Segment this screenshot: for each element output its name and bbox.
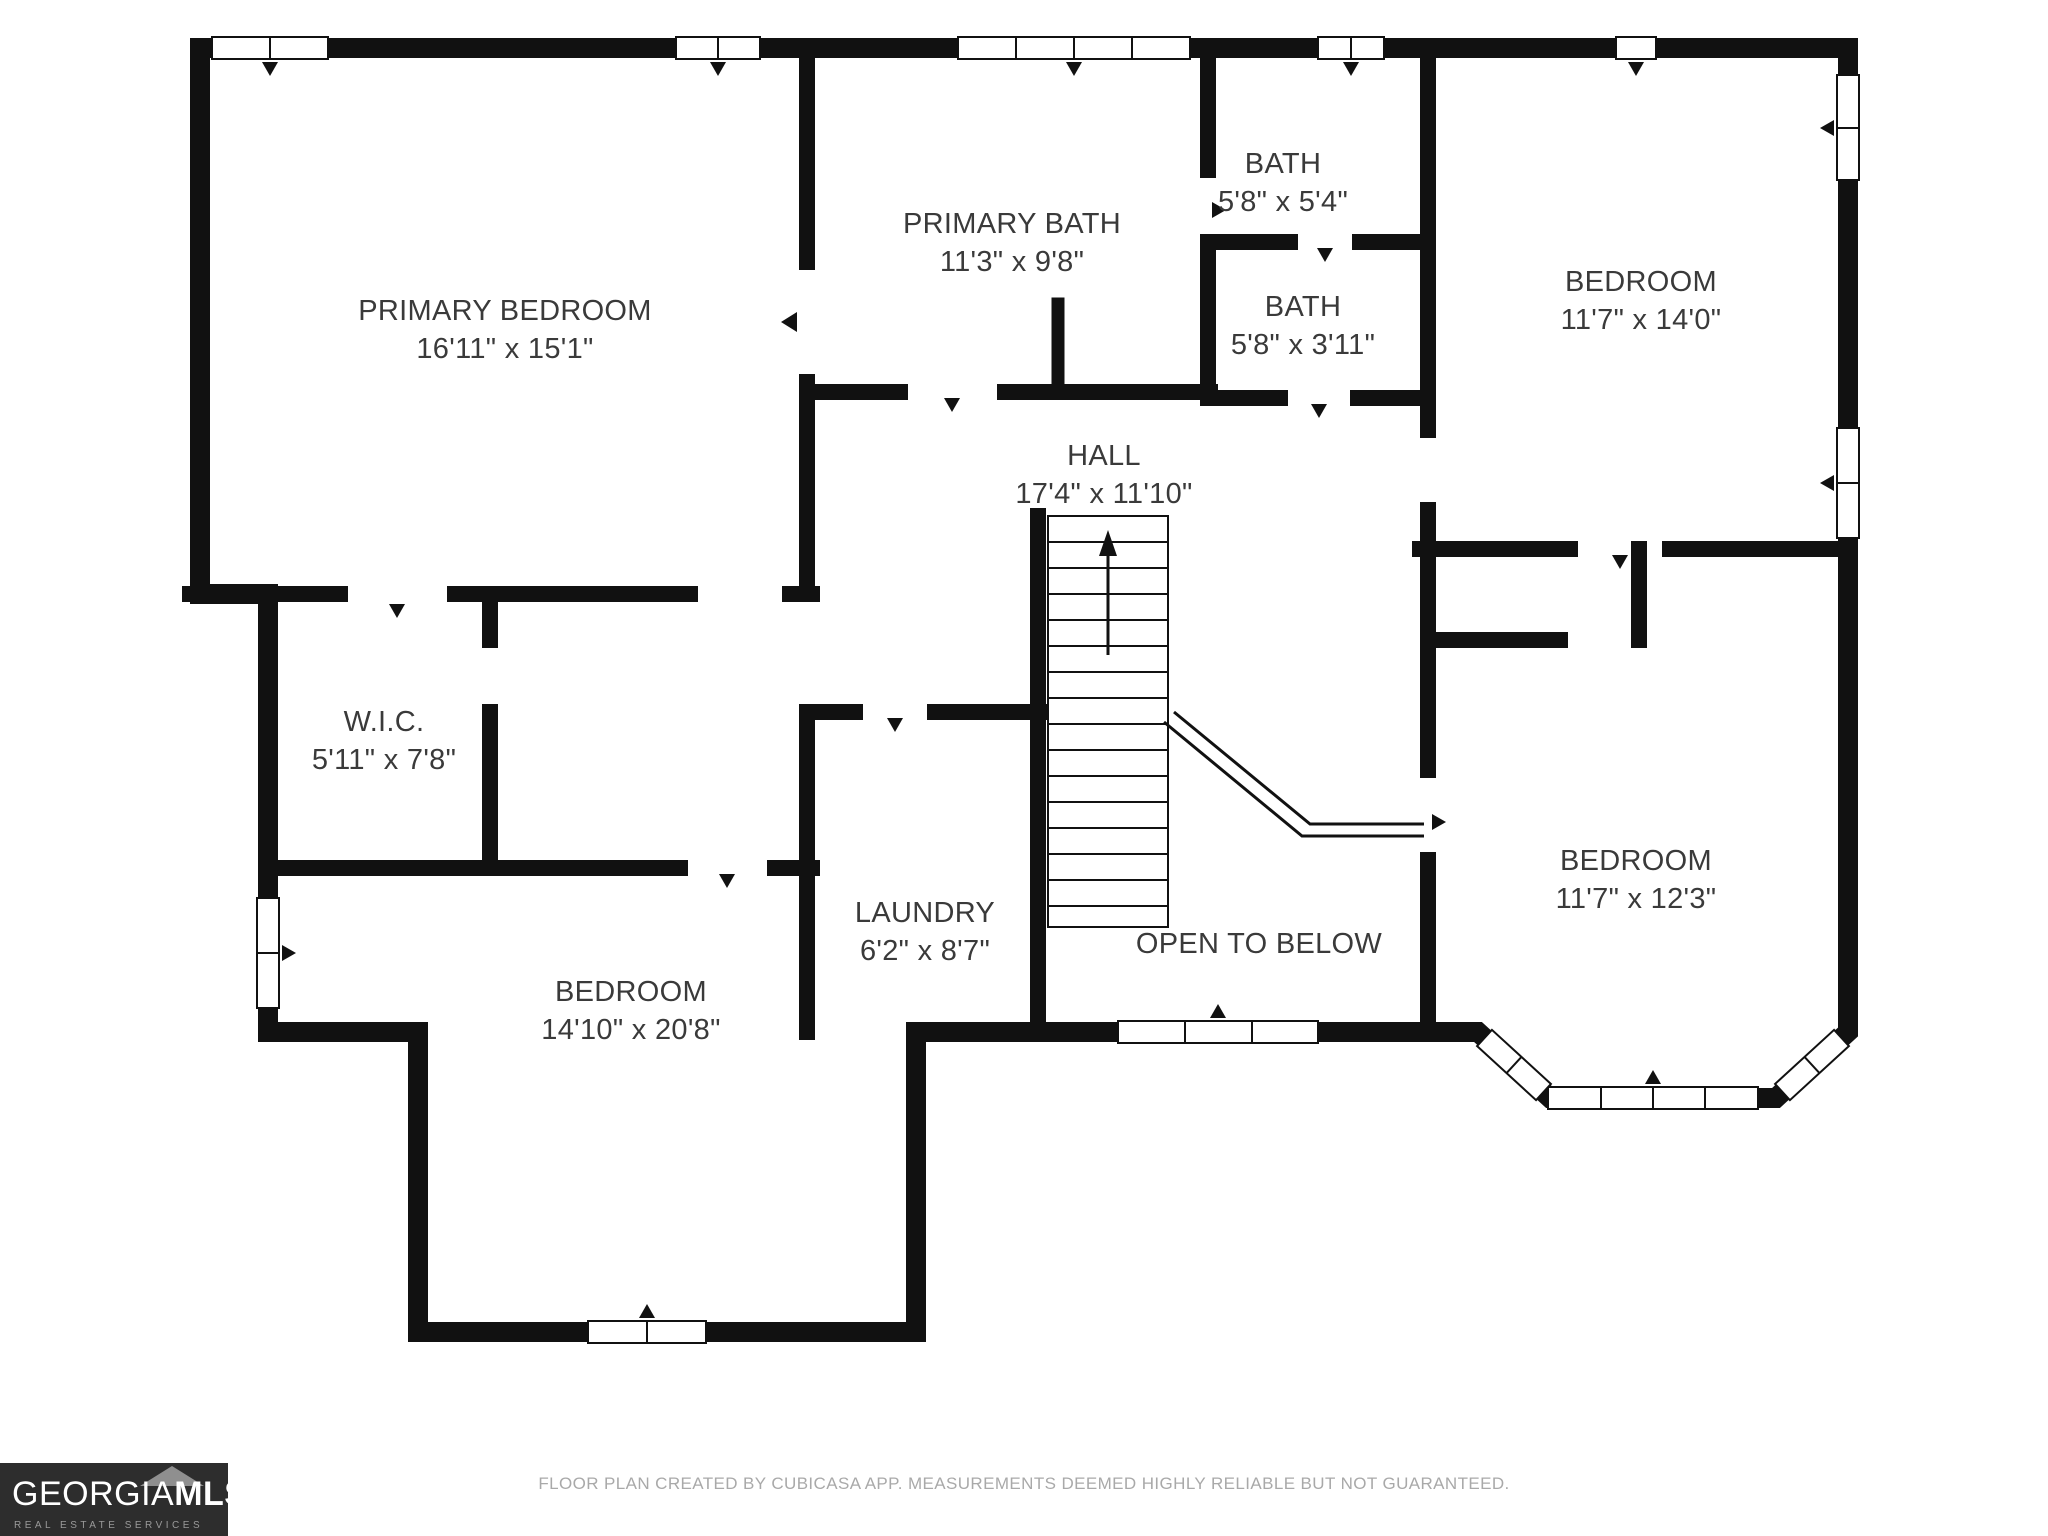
window bbox=[1836, 427, 1860, 539]
window-marker-icon bbox=[1343, 62, 1359, 76]
window bbox=[1773, 1028, 1851, 1102]
logo-brand-primary: GEORGIA bbox=[12, 1475, 175, 1513]
room-name: PRIMARY BEDROOM bbox=[358, 295, 652, 327]
room-label-bedroom-bottom-right: BEDROOM 11'7" x 12'3" bbox=[1556, 842, 1717, 918]
window-marker-icon bbox=[1820, 475, 1834, 491]
window-marker-icon bbox=[1645, 1070, 1661, 1084]
room-label-hall: HALL 17'4" x 11'10" bbox=[1015, 437, 1192, 513]
room-label-wic: W.I.C. 5'11" x 7'8" bbox=[312, 703, 456, 779]
window-marker-icon bbox=[1210, 1004, 1226, 1018]
window bbox=[587, 1320, 707, 1344]
door-arrow-icon bbox=[944, 398, 960, 412]
window-markers bbox=[262, 62, 1834, 1318]
room-name: BATH bbox=[1244, 148, 1322, 180]
room-label-bath-lower: BATH 5'8" x 3'11" bbox=[1231, 288, 1375, 364]
logo-brand-suffix: MLS bbox=[174, 1475, 228, 1513]
room-dims: 11'7" x 14'0" bbox=[1560, 304, 1722, 336]
window-marker-icon bbox=[1820, 120, 1834, 136]
door-arrow-icon bbox=[1612, 555, 1628, 569]
roof-icon bbox=[140, 1466, 204, 1486]
window-marker-icon bbox=[710, 62, 726, 76]
stair-direction-arrow bbox=[1099, 530, 1117, 655]
window-marker-icon bbox=[262, 62, 278, 76]
disclaimer-text: FLOOR PLAN CREATED BY CUBICASA APP. MEAS… bbox=[538, 1474, 1510, 1493]
room-label-primary-bedroom: PRIMARY BEDROOM 16'11" x 15'1" bbox=[358, 292, 651, 368]
room-dims: 5'8" x 5'4" bbox=[1217, 186, 1349, 218]
logo-wordmark: GEORGIAMLS bbox=[12, 1475, 228, 1514]
room-name: PRIMARY BATH bbox=[903, 208, 1121, 240]
window bbox=[1475, 1028, 1553, 1102]
windows bbox=[211, 36, 1860, 1344]
door-arrow-icon bbox=[1317, 248, 1333, 262]
room-dims: 11'3" x 9'8" bbox=[939, 246, 1085, 278]
window bbox=[256, 897, 280, 1009]
door-arrow-icon bbox=[1311, 404, 1327, 418]
window bbox=[211, 36, 329, 60]
room-label-bath-upper: BATH 5'8" x 5'4" bbox=[1218, 145, 1348, 221]
room-label-bedroom-top-right: BEDROOM 11'7" x 14'0" bbox=[1561, 263, 1722, 339]
window bbox=[1615, 36, 1657, 60]
room-dims: 16'11" x 15'1" bbox=[416, 333, 594, 365]
door-arrow-icon bbox=[781, 312, 797, 332]
room-name: BATH bbox=[1264, 291, 1342, 323]
window bbox=[957, 36, 1191, 60]
door-arrow-icon bbox=[1212, 202, 1226, 218]
window-marker-icon bbox=[1066, 62, 1082, 76]
room-label-primary-bath: PRIMARY BATH 11'3" x 9'8" bbox=[903, 205, 1121, 281]
window-marker-icon bbox=[1628, 62, 1644, 76]
window bbox=[1836, 74, 1860, 181]
window-marker-icon bbox=[282, 945, 296, 961]
room-name: BEDROOM bbox=[1565, 266, 1717, 298]
room-name: BEDROOM bbox=[555, 976, 707, 1008]
georgia-mls-logo: GEORGIAMLS REAL ESTATE SERVICES bbox=[0, 1463, 228, 1536]
window bbox=[1317, 36, 1385, 60]
room-dims: 14'10" x 20'8" bbox=[541, 1014, 721, 1046]
room-dims: 17'4" x 11'10" bbox=[1015, 478, 1193, 510]
door-arrow-icon bbox=[719, 874, 735, 888]
room-name: OPEN TO BELOW bbox=[1135, 928, 1383, 960]
window-marker-icon bbox=[639, 1304, 655, 1318]
room-dims: 5'11" x 7'8" bbox=[311, 744, 457, 776]
window bbox=[1547, 1086, 1759, 1110]
window bbox=[675, 36, 761, 60]
room-dims: 11'7" x 12'3" bbox=[1555, 883, 1717, 915]
room-name: W.I.C. bbox=[343, 706, 425, 738]
door-arrow-icon bbox=[887, 718, 903, 732]
door-arrow-icon bbox=[389, 604, 405, 618]
room-name: LAUNDRY bbox=[854, 897, 996, 929]
interior-walls bbox=[182, 38, 1856, 1040]
room-label-laundry: LAUNDRY 6'2" x 8'7" bbox=[855, 894, 995, 970]
door-markers bbox=[389, 202, 1628, 888]
door-arrow-icon bbox=[1432, 814, 1446, 830]
logo-tagline: REAL ESTATE SERVICES bbox=[14, 1520, 204, 1531]
room-label-bedroom-bottom-left: BEDROOM 14'10" x 20'8" bbox=[541, 973, 720, 1049]
room-name: HALL bbox=[1067, 440, 1141, 472]
room-label-open-to-below: OPEN TO BELOW bbox=[1136, 925, 1382, 963]
stair-railing bbox=[1163, 710, 1424, 838]
window bbox=[1117, 1020, 1319, 1044]
room-name: BEDROOM bbox=[1560, 845, 1712, 877]
room-dims: 5'8" x 3'11" bbox=[1230, 329, 1376, 361]
room-dims: 6'2" x 8'7" bbox=[859, 935, 991, 967]
